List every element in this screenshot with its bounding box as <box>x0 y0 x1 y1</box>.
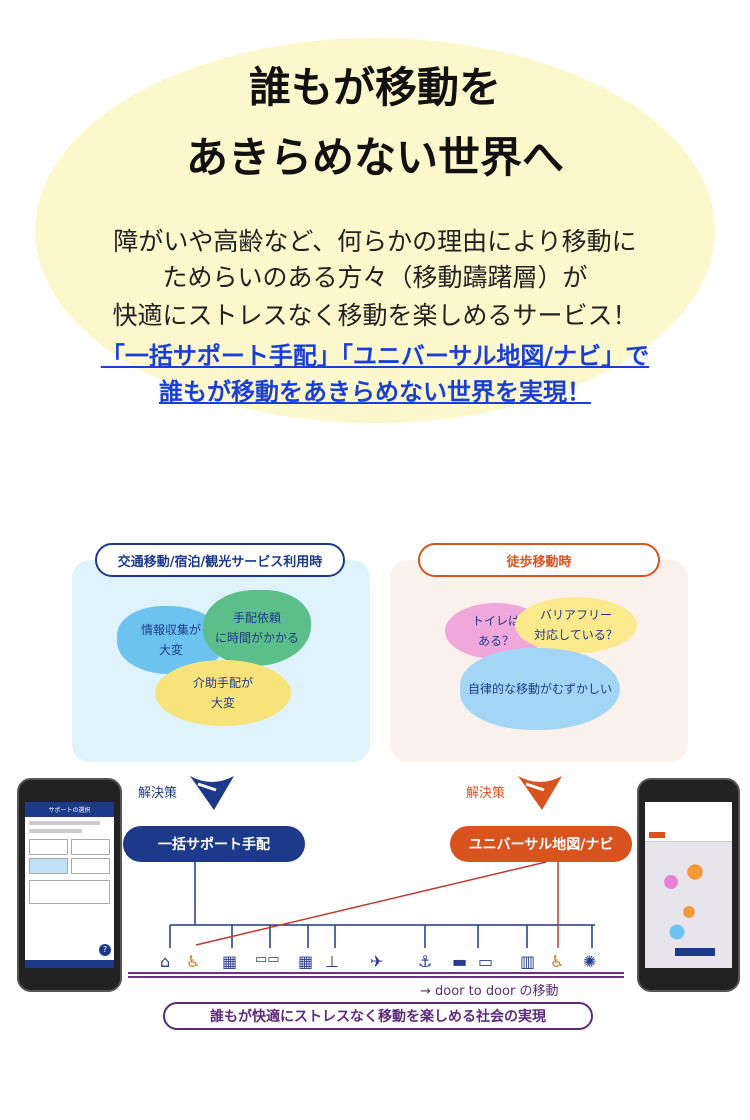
station-icon: ▦ <box>222 952 238 971</box>
issue-blob: 手配依頼 に時間がかかる <box>203 590 311 666</box>
hero-body-line: 障がいや高齢など、何らかの理由により移動に <box>113 227 637 256</box>
right-phone-mockup <box>637 778 740 992</box>
goal-label: 誰もが快適にストレスなく移動を楽しめる社会の実現 <box>163 1002 593 1030</box>
hero-title-line2: あきらめない世界へ <box>185 133 564 182</box>
hero-body-line: 快適にストレスなく移動を楽しめるサービス！ <box>112 301 638 330</box>
station-icon: ▦ <box>298 952 314 971</box>
arrow-down-icon <box>518 776 562 810</box>
universal-map-button[interactable]: ユニバーサル地図/ナビ <box>450 826 632 862</box>
home-icon: ⌂ <box>160 952 171 971</box>
issue-blob: バリアフリー 対応している？ <box>515 597 637 653</box>
hero-link-line[interactable]: 誰もが移動をあきらめない世界を実現！ <box>159 378 591 406</box>
ferris-wheel-icon: ✺ <box>583 952 597 971</box>
arrow-down-icon <box>190 776 234 810</box>
door-to-door-label: → door to door の移動 <box>420 984 559 999</box>
hero-background <box>35 38 715 423</box>
airplane-icon: ✈ <box>370 952 384 971</box>
left-phone-mockup: サポートの選択 ? <box>17 778 122 992</box>
solution-label: 解決策 <box>466 786 506 801</box>
left-panel-label: 交通移動/宿泊/観光サービス利用時 <box>95 543 345 577</box>
solution-label: 解決策 <box>138 786 178 801</box>
train-icon: ▭▭ <box>255 952 280 967</box>
help-button[interactable]: ? <box>99 944 111 956</box>
hero-body-line: ためらいのある方々（移動躊躇層）が <box>162 263 588 292</box>
issue-blob: 自律的な移動がむずかしい <box>460 648 620 730</box>
wheelchair-icon: ♿ <box>186 952 201 971</box>
building-icon: ▥ <box>520 952 536 971</box>
airport-icon: ⊥ <box>325 952 339 971</box>
car-icon: ▬ <box>452 952 468 971</box>
bus-icon: ▭ <box>478 952 494 971</box>
hero-title-line1: 誰もが移動を <box>248 63 501 112</box>
connection-diagram <box>128 861 624 978</box>
hero-link-line[interactable]: 「一括サポート手配」「ユニバーサル地図/ナビ」で <box>100 342 650 370</box>
wheelchair-icon: ♿ <box>550 952 565 971</box>
right-panel-label: 徒歩移動時 <box>418 543 660 577</box>
issue-blob: 介助手配が 大変 <box>155 660 291 726</box>
phone-screen-header: サポートの選択 <box>25 802 114 817</box>
port-icon: ⚓ <box>418 952 433 971</box>
bulk-support-button[interactable]: 一括サポート手配 <box>123 826 305 862</box>
